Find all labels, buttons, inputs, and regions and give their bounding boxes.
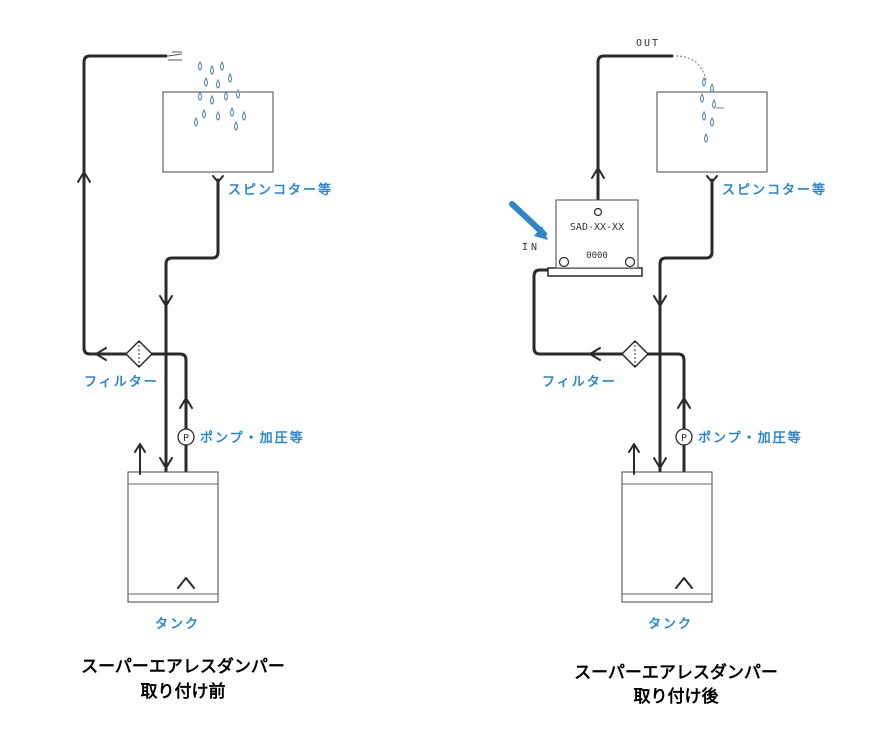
spin-coater-box bbox=[162, 91, 274, 173]
flow-arrow-left-icon bbox=[95, 347, 107, 361]
filter-icon bbox=[124, 339, 154, 369]
vent-arrow-icon bbox=[628, 443, 640, 475]
air-damper-unit bbox=[547, 199, 643, 277]
damper-code: 0000 bbox=[586, 251, 608, 261]
drain-pipe bbox=[164, 178, 220, 474]
flow-arrow-down-icon bbox=[159, 295, 173, 307]
drain-inlet-icon bbox=[212, 175, 224, 183]
diagram-after: OUT フィルター bbox=[509, 38, 827, 707]
flow-arrow-up-icon bbox=[179, 397, 193, 409]
tank-label: タンク bbox=[155, 617, 200, 632]
spin-coater-label: スピンコター等 bbox=[228, 182, 333, 198]
pump-icon bbox=[177, 428, 195, 446]
pump-symbol: P bbox=[183, 433, 189, 444]
inlet-arrowhead-icon bbox=[534, 226, 548, 240]
filter-label: フィルター bbox=[84, 375, 159, 390]
flow-arrow-down-icon bbox=[653, 457, 667, 469]
pump-symbol: P bbox=[681, 433, 687, 444]
filter-icon bbox=[620, 339, 650, 369]
diagram-before: フィルター P ポンプ・加圧等 スピンコター等 タンク スーパーエアレスダンパー… bbox=[77, 51, 333, 702]
title-line1: スーパーエアレスダンパー bbox=[574, 662, 778, 683]
title-line1: スーパーエアレスダンパー bbox=[81, 656, 285, 677]
flow-arrow-up-icon bbox=[677, 397, 691, 409]
tank-label: タンク bbox=[648, 617, 693, 632]
drain-pipe bbox=[658, 178, 714, 474]
supply-pipe-riser bbox=[150, 352, 188, 590]
flow-arrow-down-icon bbox=[159, 457, 173, 469]
out-label: OUT bbox=[636, 38, 660, 49]
supply-pipe-riser bbox=[646, 352, 686, 590]
pump-icon bbox=[675, 428, 693, 446]
spin-coater-box bbox=[656, 91, 768, 173]
filter-to-damper-pipe bbox=[532, 268, 624, 356]
drain-inlet-icon bbox=[706, 175, 718, 183]
filter-label: フィルター bbox=[542, 375, 617, 390]
supply-pipe-return bbox=[82, 54, 168, 356]
inlet-arrow-icon bbox=[509, 201, 547, 237]
tank bbox=[127, 471, 219, 603]
intake-icon bbox=[675, 577, 693, 589]
damper-model: SAD-XX-XX bbox=[570, 222, 624, 233]
vent-arrow-icon bbox=[134, 443, 146, 475]
damper-out-pipe bbox=[596, 54, 674, 202]
spin-coater-label: スピンコター等 bbox=[722, 182, 827, 198]
flow-arrow-down-icon bbox=[653, 295, 667, 307]
droplets-icon bbox=[699, 76, 717, 143]
flow-arrow-up-icon bbox=[591, 167, 605, 179]
flow-arrow-up-icon bbox=[77, 171, 91, 183]
intake-icon bbox=[177, 577, 195, 589]
title-line2: 取り付け後 bbox=[634, 686, 720, 707]
title-line2: 取り付け前 bbox=[141, 681, 226, 702]
nozzle-spray-icon bbox=[167, 51, 183, 61]
tank bbox=[621, 471, 713, 603]
flow-arrow-left-icon bbox=[589, 347, 601, 361]
in-label: IN bbox=[522, 242, 540, 253]
pump-label: ポンプ・加圧等 bbox=[698, 430, 803, 446]
nozzle-stream-icon bbox=[675, 55, 707, 81]
pump-label: ポンプ・加圧等 bbox=[200, 430, 305, 446]
droplets-icon bbox=[193, 60, 247, 131]
